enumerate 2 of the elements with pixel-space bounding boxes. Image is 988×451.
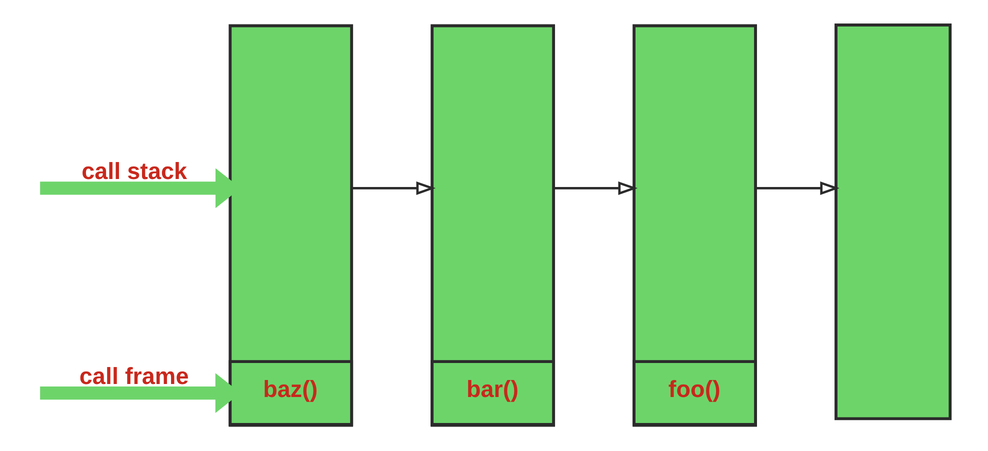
edge-label: call stack <box>81 158 187 184</box>
edge-label: call frame <box>78 362 188 389</box>
